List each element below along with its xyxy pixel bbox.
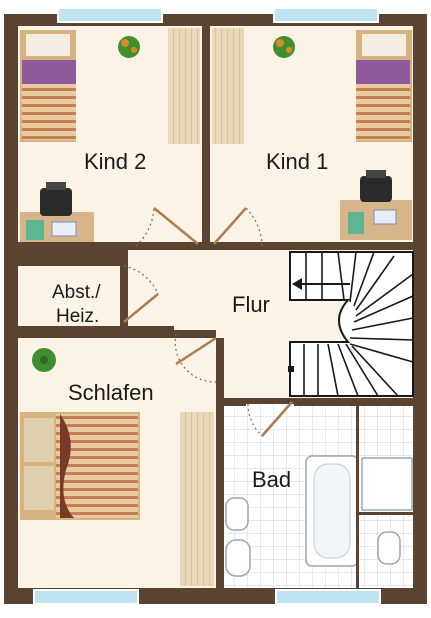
toilet-icon [225, 539, 251, 577]
sink-icon [225, 497, 249, 531]
bidet-icon [377, 531, 401, 565]
chair-kind2-icon [40, 182, 72, 216]
chair-kind1-icon [360, 170, 392, 202]
window-schlafen [33, 589, 139, 605]
stair-start-marker [288, 366, 294, 372]
wardrobe-schlafen [180, 412, 214, 586]
label-kind1: Kind 1 [266, 149, 328, 174]
desk-kind1 [340, 200, 412, 240]
wardrobe-kind2 [168, 28, 200, 144]
bed-schlafen [20, 412, 140, 520]
staircase [288, 251, 414, 397]
bathtub [305, 455, 359, 567]
label-abst-line1: Abst./ [52, 282, 101, 303]
window-kind2 [57, 7, 163, 23]
bed-kind2 [20, 30, 76, 142]
window-bad [275, 589, 381, 605]
label-bad: Bad [252, 467, 291, 492]
shower-tray [361, 457, 413, 511]
plant-icon [32, 348, 56, 372]
interior-walls [18, 26, 413, 588]
room-abst [18, 266, 120, 326]
plant-icon [118, 36, 140, 58]
bed-kind1 [356, 30, 412, 142]
label-flur: Flur [232, 292, 270, 317]
desk-kind2 [20, 212, 94, 242]
wardrobe-kind1 [212, 28, 244, 144]
door-bad [247, 401, 293, 437]
label-abst-line2: Heiz. [56, 306, 99, 327]
door-abst [123, 265, 159, 323]
window-kind1 [273, 7, 379, 23]
door-kind2 [135, 207, 199, 247]
door-kind1 [213, 207, 263, 247]
label-kind2: Kind 2 [84, 149, 146, 174]
label-schlafen: Schlafen [68, 380, 154, 405]
plant-icon [273, 36, 295, 58]
stair-arrow-icon [292, 278, 302, 290]
door-schlafen [174, 333, 217, 383]
